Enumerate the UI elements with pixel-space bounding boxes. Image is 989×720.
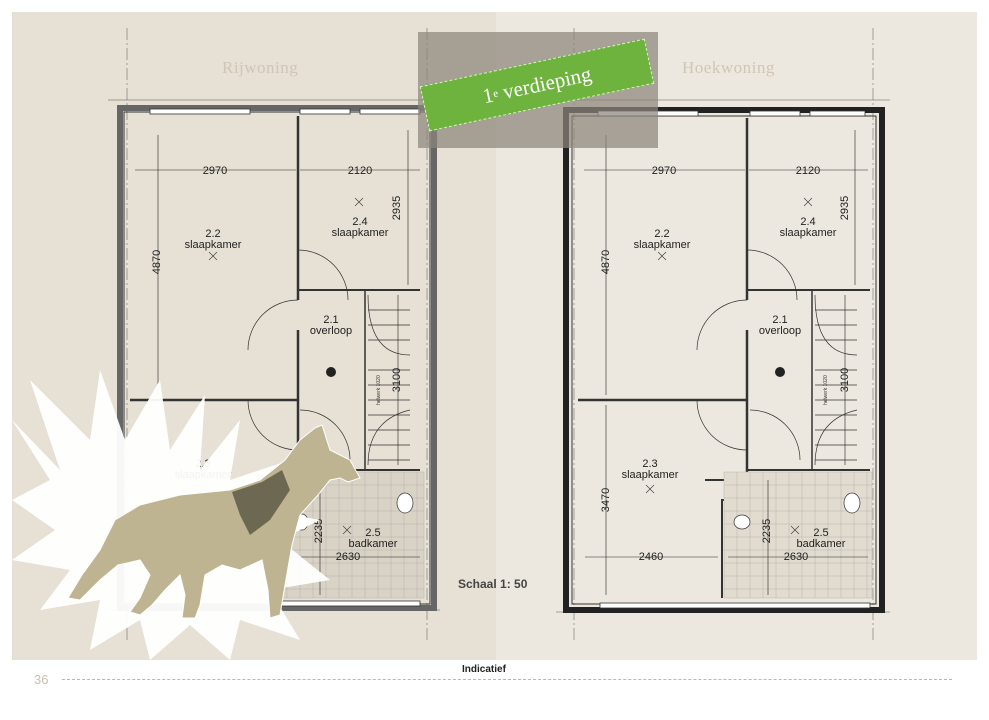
dim-4870-left: 4870 (151, 250, 163, 274)
stair-note-left: helwerk 1020 (376, 375, 382, 405)
dim-3470-right: 3470 (600, 488, 612, 512)
room-2.3-name-right: slaapkamer (622, 469, 679, 481)
dim-3100-left: 3100 (391, 368, 403, 392)
room-2.1-num-right: 2.1 (772, 314, 787, 326)
title-rijwoning: Rijwoning (222, 58, 299, 77)
smoke-detector-icon (326, 367, 336, 377)
dim-2935-left: 2935 (391, 196, 403, 220)
floor-word: verdieping (500, 61, 594, 104)
room-2.2-num-right: 2.2 (654, 228, 669, 240)
room-markers-right (645, 197, 813, 535)
staircase-left (367, 294, 411, 466)
stair-note-right: helwerk 1020 (823, 375, 829, 405)
doors-left (247, 249, 351, 461)
dim-2120-right: 2120 (796, 165, 820, 177)
dog-silhouette (67, 424, 361, 619)
dog-saddle-marking (232, 470, 290, 535)
room-2.2-name-left: slaapkamer (185, 239, 242, 251)
page-number: 36 (34, 672, 49, 687)
dim-2460-right: 2460 (639, 551, 663, 563)
room-2.5-num-left: 2.5 (365, 527, 380, 539)
bathroom-tiles-right (723, 471, 873, 599)
room-2.3-num-right: 2.3 (642, 458, 657, 470)
windows-left (149, 108, 421, 607)
room-2.4-num-right: 2.4 (800, 216, 815, 228)
room-2.1-name-left: overloop (310, 325, 352, 337)
indicative-label: Indicatief (462, 664, 506, 675)
dimension-lines-left (135, 130, 420, 595)
dim-2970-left: 2970 (203, 165, 227, 177)
dim-2120-left: 2120 (348, 165, 372, 177)
room-2.2-name-right: slaapkamer (634, 239, 691, 251)
doors-right (696, 249, 801, 461)
dim-3100-right: 3100 (839, 368, 851, 392)
room-2.1-name-right: overloop (759, 325, 801, 337)
scale-label: Schaal 1: 50 (458, 577, 528, 591)
room-markers-left (208, 197, 364, 535)
room-2.5-num-right: 2.5 (813, 527, 828, 539)
room-2.4-num-left: 2.4 (352, 216, 367, 228)
dim-2630-right: 2630 (784, 551, 808, 563)
room-2.4-name-right: slaapkamer (780, 227, 837, 239)
staircase-right (814, 294, 858, 466)
dim-2235-right: 2235 (761, 519, 773, 543)
dim-4870-right: 4870 (600, 250, 612, 274)
dim-2235-left: 2235 (313, 519, 325, 543)
smoke-detector-icon-right (775, 367, 785, 377)
title-hoekwoning: Hoekwoning (682, 58, 775, 77)
dim-2630-left: 2630 (336, 551, 360, 563)
room-2.1-num-left: 2.1 (323, 314, 338, 326)
dim-2970-right: 2970 (652, 165, 676, 177)
room-2.5-name-left: badkamer (349, 538, 398, 550)
room-2.4-name-left: slaapkamer (332, 227, 389, 239)
room-2.2-num-left: 2.2 (205, 228, 220, 240)
dim-2935-right: 2935 (839, 196, 851, 220)
toilet-right (733, 492, 861, 530)
footer-dotted-line (62, 679, 952, 680)
room-2.5-name-right: badkamer (797, 538, 846, 550)
dimension-lines-right (584, 130, 868, 595)
